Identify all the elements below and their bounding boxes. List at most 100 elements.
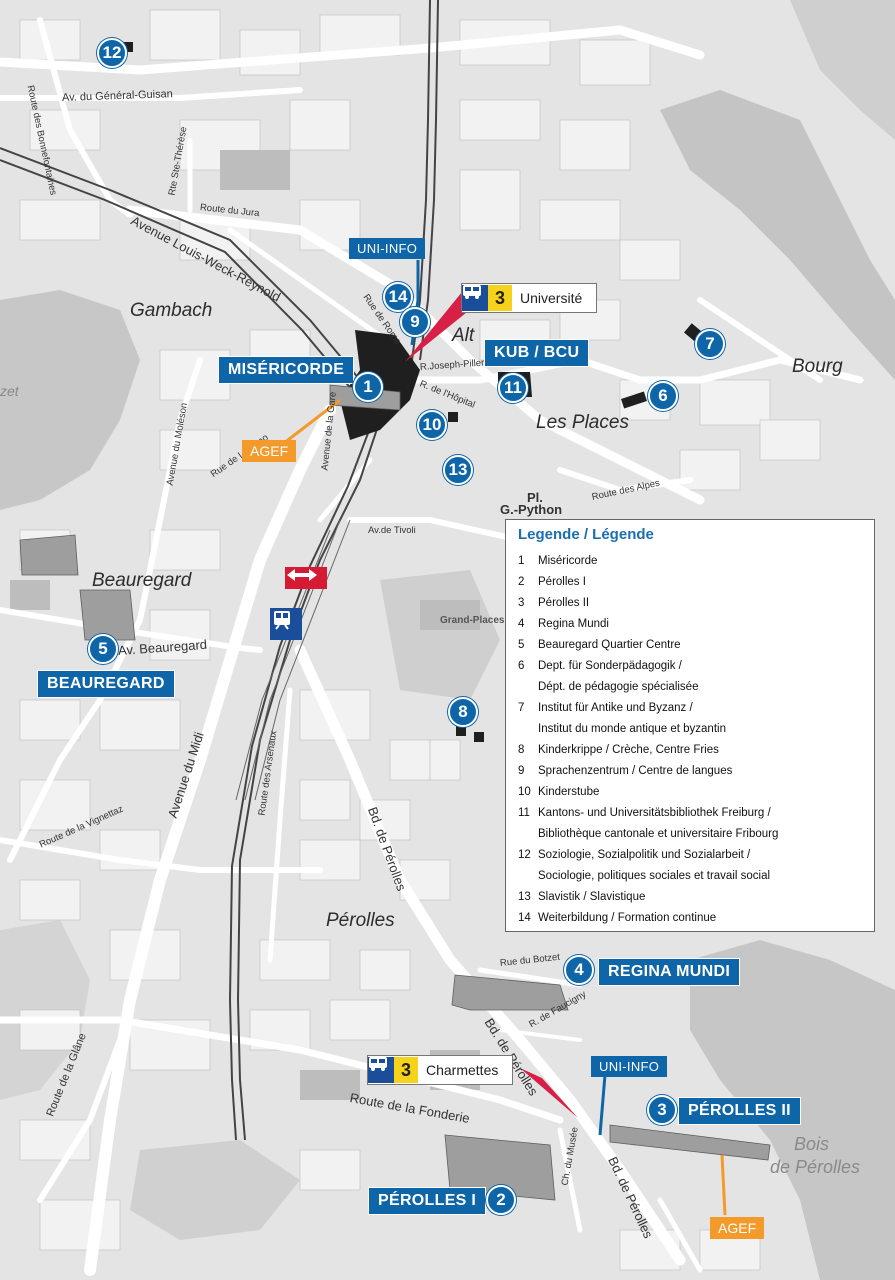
legend-number: 12 [518,849,531,861]
legend-number: 3 [518,597,525,609]
legend-list: 1 Miséricorde 2 Pérolles I 3 Pérolles II 4 R… [518,551,862,929]
bus-stop-name: Charmettes [426,1062,499,1078]
site-label-misericorde[interactable]: MISÉRICORDE [218,356,355,384]
legend-number: 4 [518,618,525,630]
legend-number [518,824,538,845]
legend-item: 10 Kinderstube [518,782,862,803]
marker-1[interactable]: 1 [353,372,383,402]
legend-number: 2 [518,576,525,588]
legend-text: Kinderstube [538,786,600,798]
legend-item: Sociologie, politiques sociales et trava… [518,866,862,887]
bus-line-number: 3 [488,285,512,311]
legend-number [518,677,538,698]
marker-3[interactable]: 3 [647,1095,677,1125]
legend-item: 5 Beauregard Quartier Centre [518,635,862,656]
legend-number: 1 [518,555,525,567]
site-label-regina-mundi[interactable]: REGINA MUNDI [598,958,741,986]
legend-item: Dépt. de pédagogie spécialisée [518,677,862,698]
agef-label-south[interactable]: AGEF [710,1217,765,1239]
legend-text: Weiterbildung / Formation continue [538,912,717,924]
legend-text: Miséricorde [538,555,598,567]
legend-item: Bibliothèque cantonale et universitaire … [518,824,862,845]
legend-item: 9 Sprachenzentrum / Centre de langues [518,761,862,782]
site-label-perolles-ii[interactable]: PÉROLLES II [678,1097,801,1125]
bus-stop-universite[interactable]: 3 Université [461,283,598,313]
legend-number: 11 [518,807,530,819]
legend-number: 5 [518,639,525,651]
agef-label-north[interactable]: AGEF [242,440,297,462]
marker-5[interactable]: 5 [88,634,118,664]
marker-9[interactable]: 9 [400,307,430,337]
legend-text: Beauregard Quartier Centre [538,639,681,651]
legend-number [518,866,538,887]
site-label-perolles-i[interactable]: PÉROLLES I [368,1187,487,1215]
marker-14[interactable]: 14 [383,282,413,312]
legend-item: Institut du monde antique et byzantin [518,719,862,740]
marker-11[interactable]: 11 [498,373,528,403]
legend-title: Legende / Légende [518,526,654,543]
district-beauregard: Beauregard [92,570,192,591]
uni-info-label-north[interactable]: UNI-INFO [349,238,426,259]
legend-text: Pérolles II [538,597,590,609]
marker-8[interactable]: 8 [448,697,478,727]
district-alt: Alt [452,325,475,346]
legend-text: Soziologie, Sozialpolitik und Sozialarbe… [538,849,751,861]
legend-text: Institut du monde antique et byzantin [538,723,726,735]
legend-item: 4 Regina Mundi [518,614,862,635]
legend-item: 12 Soziologie, Sozialpolitik und Sozialar… [518,845,862,866]
marker-7[interactable]: 7 [695,329,725,359]
legend-item: 3 Pérolles II [518,593,862,614]
district-perolles: Pérolles [326,910,395,931]
legend-text: Sociologie, politiques sociales et trava… [538,870,771,882]
marker-6[interactable]: 6 [648,381,678,411]
legend-number: 6 [518,660,525,672]
bus-line-number: 3 [394,1057,418,1083]
bus-icon [368,1057,394,1083]
legend-number: 9 [518,765,525,777]
uni-info-label-south[interactable]: UNI-INFO [591,1056,668,1077]
marker-12[interactable]: 12 [97,38,127,68]
legend-number: 10 [518,786,531,798]
legend-number: 7 [518,702,525,714]
marker-4[interactable]: 4 [564,955,594,985]
legend-text: Dept. für Sonderpädagogik / [538,660,682,672]
legend-number: 8 [518,744,525,756]
legend-item: 1 Miséricorde [518,551,862,572]
legend-text: Kinderkrippe / Crèche, Centre Fries [538,744,719,756]
site-label-kub-bcu[interactable]: KUB / BCU [484,339,590,367]
legend-text: Bibliothèque cantonale et universitaire … [538,828,779,840]
legend-text: Dépt. de pédagogie spécialisée [538,681,699,693]
place-label-grand-places: Grand-Places [440,615,505,626]
district-bourg: Bourg [792,356,843,377]
marker-13[interactable]: 13 [443,455,473,485]
district-gambach: Gambach [130,300,213,321]
legend-item: 2 Pérolles I [518,572,862,593]
legend-text: Regina Mundi [538,618,609,630]
legend-number: 14 [518,912,531,924]
district-les-places: Les Places [536,412,629,433]
legend-text: Sprachenzentrum / Centre de langues [538,765,733,777]
legend-item: 7 Institut für Antike und Byzanz / [518,698,862,719]
place-label-g-python: G.-Python [500,502,563,517]
legend-text: Pérolles I [538,576,586,588]
legend-text: Slavistik / Slavistique [538,891,646,903]
district-bois-perolles: de Pérolles [770,1157,861,1177]
street-tivoli: Av.de Tivoli [368,525,416,536]
bus-stop-name: Université [520,290,583,306]
district-zet: zet [0,383,19,399]
legend-text: Institut für Antike und Byzanz / [538,702,693,714]
marker-2[interactable]: 2 [486,1185,516,1215]
site-label-beauregard[interactable]: BEAUREGARD [37,670,175,698]
bus-icon [462,285,488,311]
train-station-icon[interactable] [270,608,302,640]
district-bois: Bois [794,1134,830,1154]
bus-stop-charmettes[interactable]: 3 Charmettes [367,1055,514,1085]
marker-10[interactable]: 10 [417,410,447,440]
place-label-pl: Pl. [527,490,543,505]
legend-number [518,719,538,740]
sbb-railway-icon[interactable] [285,567,327,589]
